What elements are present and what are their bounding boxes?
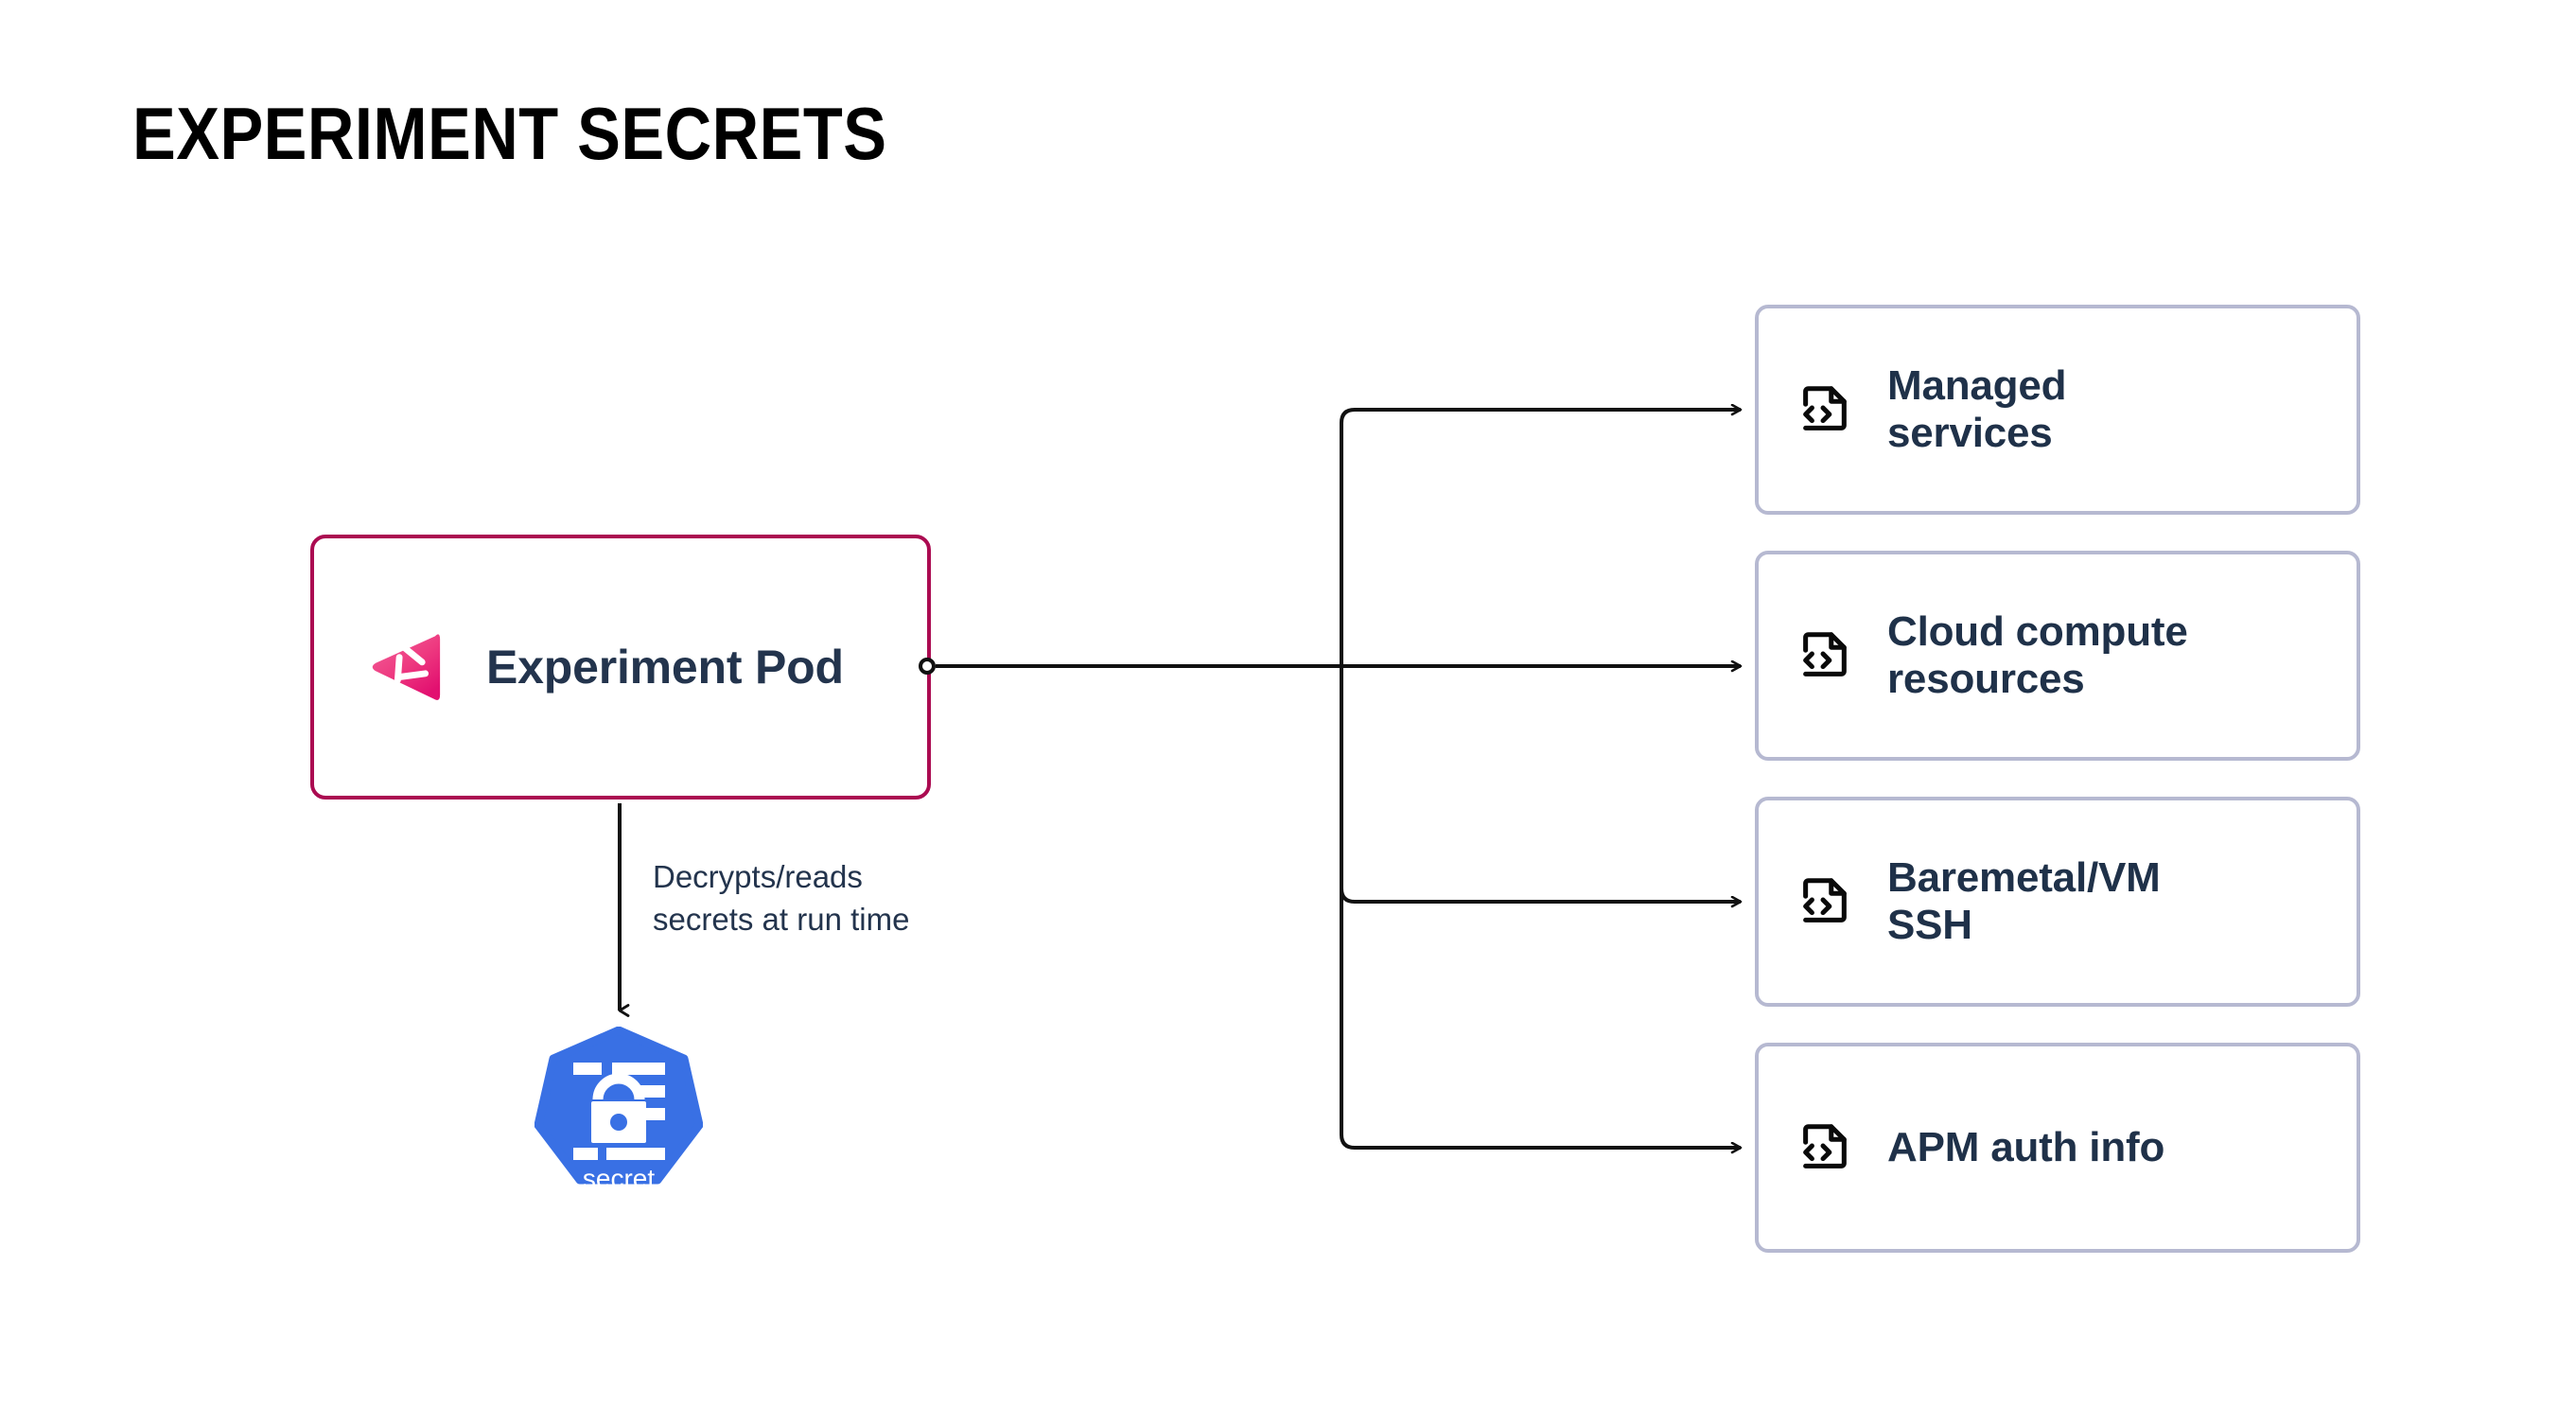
target-card-label: Baremetal/VM SSH bbox=[1887, 854, 2161, 949]
target-card-managed-services[interactable]: Managed services bbox=[1755, 305, 2360, 515]
target-card-line-1: Baremetal/VM bbox=[1887, 853, 2161, 901]
edge-source-dot bbox=[919, 658, 936, 675]
page-title: EXPERIMENT SECRETS bbox=[132, 92, 887, 175]
k8s-secret-label: secret bbox=[583, 1164, 655, 1193]
edge-to-managed-services bbox=[1340, 410, 1741, 666]
experiment-pod-label: Experiment Pod bbox=[486, 641, 844, 694]
gremlin-logo-icon bbox=[365, 626, 447, 708]
code-file-icon bbox=[1795, 626, 1853, 685]
code-file-icon bbox=[1795, 1118, 1853, 1177]
target-card-baremetal-vm-ssh[interactable]: Baremetal/VM SSH bbox=[1755, 797, 2360, 1007]
code-file-icon bbox=[1795, 380, 1853, 439]
edge-to-baremetal-ssh bbox=[1340, 666, 1741, 902]
target-card-label: Managed services bbox=[1887, 362, 2066, 457]
edge-label-line-2: secrets at run time bbox=[653, 901, 910, 937]
target-card-line-2: services bbox=[1887, 410, 2053, 456]
edge-to-apm-auth bbox=[1340, 666, 1741, 1148]
target-card-line-1: Managed bbox=[1887, 361, 2067, 409]
target-card-line-2: resources bbox=[1887, 656, 2085, 702]
code-file-icon bbox=[1795, 872, 1853, 931]
target-card-line-2: SSH bbox=[1887, 902, 1972, 948]
target-card-label: Cloud compute resources bbox=[1887, 608, 2188, 703]
kubernetes-secret-node[interactable]: secret bbox=[534, 1027, 703, 1208]
edge-label-decrypts-secrets: Decrypts/reads secrets at run time bbox=[653, 856, 1050, 940]
target-card-line-1: Cloud compute bbox=[1887, 607, 2188, 655]
experiment-pod-node[interactable]: Experiment Pod bbox=[310, 535, 931, 800]
target-card-cloud-compute-resources[interactable]: Cloud compute resources bbox=[1755, 551, 2360, 761]
edge-label-line-1: Decrypts/reads bbox=[653, 859, 863, 894]
target-card-apm-auth-info[interactable]: APM auth info bbox=[1755, 1043, 2360, 1253]
target-card-label: APM auth info bbox=[1887, 1124, 2164, 1171]
target-card-line-1: APM auth info bbox=[1887, 1123, 2165, 1170]
